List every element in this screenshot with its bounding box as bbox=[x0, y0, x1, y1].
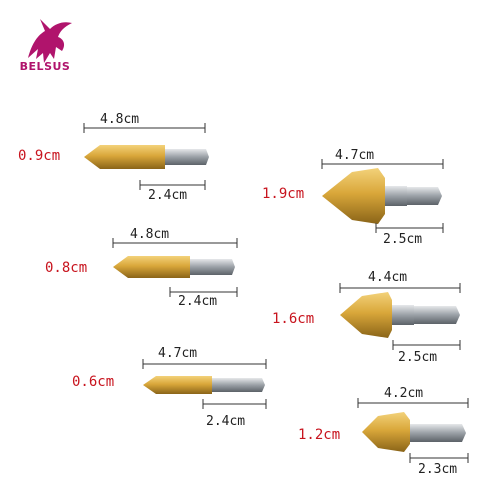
bit-1.6cm bbox=[340, 292, 460, 338]
shank-length-label: 2.4cm bbox=[178, 294, 218, 309]
total-length-label: 4.8cm bbox=[100, 112, 140, 127]
shank-length-label: 2.3cm bbox=[418, 462, 458, 477]
dim-lines-bit-3 bbox=[142, 359, 267, 409]
total-length-label: 4.2cm bbox=[384, 386, 424, 401]
bit-0.8cm bbox=[113, 256, 235, 278]
bit-0.9cm bbox=[84, 145, 209, 169]
shank-length-label: 2.5cm bbox=[398, 350, 438, 365]
shank-length-label: 2.4cm bbox=[148, 188, 188, 203]
bit-1.2cm bbox=[362, 412, 466, 452]
diameter-label: 0.9cm bbox=[18, 148, 61, 164]
dim-lines-bit-4 bbox=[321, 159, 444, 233]
winged-horse-icon bbox=[28, 19, 72, 63]
dim-lines-bit-2 bbox=[112, 238, 238, 297]
bit-0.6cm bbox=[143, 376, 265, 394]
dim-lines-bit-6 bbox=[357, 398, 469, 463]
dim-lines-bit-5 bbox=[339, 283, 461, 350]
total-length-label: 4.8cm bbox=[130, 227, 170, 242]
dim-lines-bit-1 bbox=[83, 123, 206, 190]
diameter-label: 1.9cm bbox=[262, 186, 305, 202]
diameter-label: 0.6cm bbox=[72, 374, 115, 390]
shank-length-label: 2.5cm bbox=[383, 232, 423, 247]
diameter-label: 0.8cm bbox=[45, 260, 88, 276]
shank-length-label: 2.4cm bbox=[206, 414, 246, 429]
diameter-label: 1.6cm bbox=[272, 311, 315, 327]
bit-1.9cm bbox=[322, 168, 442, 224]
total-length-label: 4.4cm bbox=[368, 270, 408, 285]
diameter-label: 1.2cm bbox=[298, 427, 341, 443]
brand-name: BELSUS bbox=[19, 60, 71, 73]
total-length-label: 4.7cm bbox=[158, 346, 198, 361]
total-length-label: 4.7cm bbox=[335, 148, 375, 163]
